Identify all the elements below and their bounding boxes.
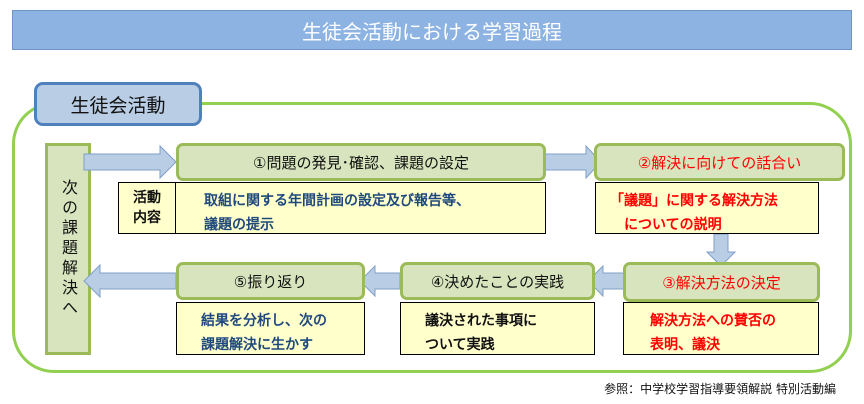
- arrow-right-icon: [540, 144, 602, 180]
- detail-line: 取組に関する年間計画の設定及び報告等、: [204, 193, 470, 209]
- detail-line: 解決方法への賛否の: [650, 313, 776, 329]
- detail-line: 議決された事項に: [425, 313, 537, 329]
- section-label: 生徒会活動: [34, 82, 202, 126]
- detail-line: 表明、議決: [650, 337, 720, 353]
- activity-content-cell: 活動内容: [118, 182, 176, 234]
- diagram-title: 生徒会活動における学習過程: [12, 10, 852, 50]
- student-council-frame: [12, 102, 852, 373]
- step-1-detail: 取組に関する年間計画の設定及び報告等、 議題の提示: [175, 182, 546, 234]
- arrow-left-icon: [83, 263, 177, 299]
- step-4-heading: ④決めたことの実践: [400, 262, 595, 300]
- detail-line: についての説明: [610, 217, 722, 233]
- step-5-detail: 結果を分析し、次の 課題解決に生かす: [176, 302, 365, 355]
- step-2-heading: ②解決に向けての話合い: [594, 143, 845, 181]
- step-3-detail: 解決方法への賛否の 表明、議決: [623, 302, 819, 355]
- step-4-detail: 議決された事項に ついて実践: [400, 302, 595, 355]
- step-2-detail: 「議題」に関する解決方法 についての説明: [595, 182, 819, 234]
- detail-line: 議題の提示: [204, 217, 274, 233]
- next-issue-box: 次の課題解決へ: [45, 143, 91, 355]
- detail-line: 課題解決に生かす: [201, 337, 313, 353]
- arrow-down-icon: [705, 233, 737, 267]
- reference-note: 参照：中学校学習指導要領解説 特別活動編: [604, 382, 836, 396]
- detail-line: 結果を分析し、次の: [201, 313, 327, 329]
- step-5-heading: ⑤振り返り: [176, 262, 365, 300]
- detail-line: ついて実践: [425, 337, 495, 353]
- step-3-heading: ③解決方法の決定: [623, 262, 820, 302]
- next-issue-text: 次の課題解決へ: [59, 179, 78, 319]
- detail-line: 「議題」に関する解決方法: [610, 193, 778, 209]
- arrow-right-icon: [83, 144, 177, 180]
- arrow-left-icon: [359, 264, 401, 298]
- step-1-heading: ①問題の発見･確認、課題の設定: [176, 143, 546, 181]
